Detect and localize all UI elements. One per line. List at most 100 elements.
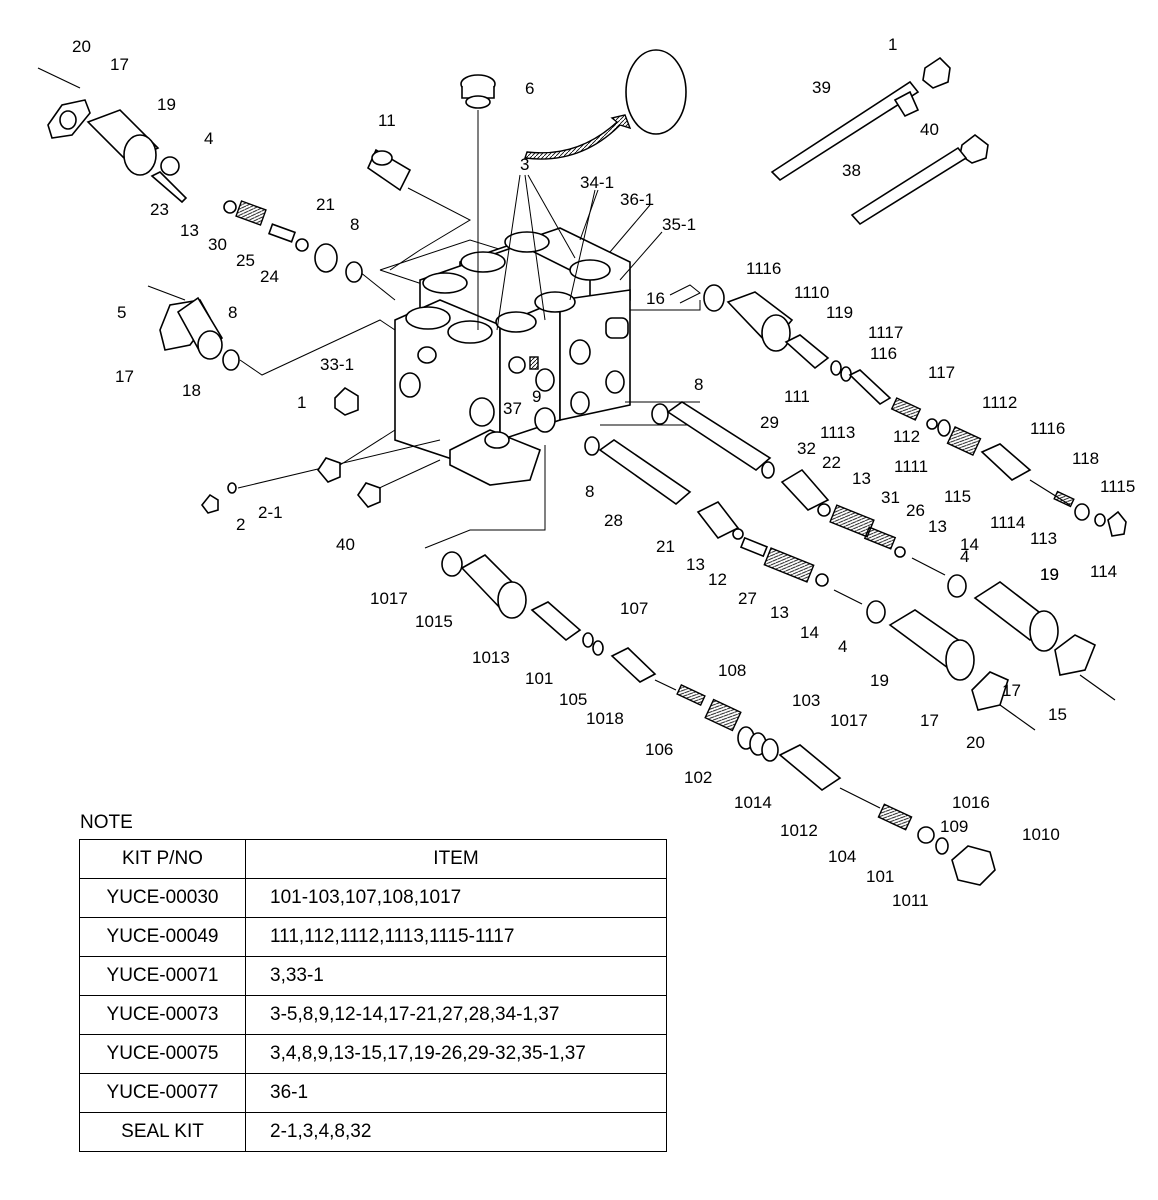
callout: 17	[1002, 681, 1021, 700]
callout: 6	[525, 79, 534, 98]
callout: 8	[228, 303, 237, 322]
callout: 40	[336, 535, 355, 554]
callout: 17	[115, 367, 134, 386]
item-cell: 101-103,107,108,1017	[245, 878, 667, 918]
callout: 1014	[734, 793, 772, 812]
callout: 32	[797, 439, 816, 458]
kit-pno-header: KIT P/NO	[79, 839, 246, 879]
callout: 4	[838, 637, 847, 656]
callout: 1111	[894, 457, 928, 476]
callout: 24	[260, 267, 279, 286]
parts-right-relief	[703, 284, 1127, 537]
callout: 1017	[370, 589, 408, 608]
callout: 20	[966, 733, 985, 752]
callout: 11	[378, 111, 396, 130]
callout: 1117	[868, 323, 903, 342]
item-cell: 3,4,8,9,13-15,17,19-26,29-32,35-1,37	[245, 1034, 667, 1074]
parts-bottom-relief	[441, 551, 996, 886]
callout: 2-1	[258, 503, 283, 522]
table-row: SEAL KIT 2-1,3,4,8,32	[79, 1112, 667, 1152]
callout: 111	[784, 387, 810, 406]
callout: 17	[110, 55, 129, 74]
kit-pno-cell: SEAL KIT	[79, 1112, 246, 1152]
kit-pno-cell: YUCE-00075	[79, 1034, 246, 1074]
callout: 15	[1048, 705, 1067, 724]
callout: 39	[812, 78, 831, 97]
parts-top-center	[366, 49, 687, 192]
item-header: ITEM	[245, 839, 667, 879]
callout: 40	[920, 120, 939, 139]
callout: 13	[180, 221, 199, 240]
callout: 30	[208, 235, 227, 254]
callout: 1	[888, 35, 897, 54]
callout: 1012	[780, 821, 818, 840]
callout: 3	[520, 155, 529, 174]
callout: 2	[236, 515, 245, 534]
kit-table: KIT P/NO ITEM YUCE-00030 101-103,107,108…	[79, 839, 667, 1152]
valve-body	[379, 227, 701, 486]
callout: 102	[684, 768, 712, 787]
item-cell: 2-1,3,4,8,32	[245, 1112, 667, 1152]
callout: 5	[117, 303, 126, 322]
callout: 115	[944, 487, 971, 506]
callout: 13	[928, 517, 947, 536]
table-row: YUCE-00073 3-5,8,9,12-14,17-21,27,28,34-…	[79, 995, 667, 1035]
callout: 4	[204, 129, 213, 148]
kit-pno-cell: YUCE-00077	[79, 1073, 246, 1113]
callout: 112	[893, 427, 920, 446]
callout: 1011	[892, 891, 929, 910]
callout: 9	[532, 387, 541, 406]
kit-pno-cell: YUCE-00073	[79, 995, 246, 1035]
callout: 1115	[1100, 477, 1135, 496]
callout: 1017	[830, 711, 868, 730]
callout: 13	[770, 603, 789, 622]
callout: 36-1	[620, 190, 654, 209]
callout: 19	[870, 671, 889, 690]
callout: 1113	[820, 423, 855, 442]
callout: 101	[866, 867, 894, 886]
kit-pno-cell: YUCE-00049	[79, 917, 246, 957]
callout: 109	[940, 817, 968, 836]
table-header-row: KIT P/NO ITEM	[79, 839, 667, 879]
callout: 34-1	[580, 173, 614, 192]
callout: 21	[656, 537, 675, 556]
callout: 116	[870, 344, 897, 363]
table-row: YUCE-00030 101-103,107,108,1017	[79, 878, 667, 918]
callout: 1015	[415, 612, 453, 631]
callout: 113	[1030, 529, 1057, 548]
callout: 1116	[746, 259, 781, 278]
parts-left-cover	[147, 285, 381, 514]
callout: 13	[852, 469, 871, 488]
callout: 1018	[586, 709, 624, 728]
leader-lines	[237, 110, 701, 549]
item-cell: 3,33-1	[245, 956, 667, 996]
callout: 14	[960, 535, 979, 554]
item-cell: 3-5,8,9,12-14,17-21,27,28,34-1,37	[245, 995, 667, 1035]
callout: 1116	[1030, 419, 1065, 438]
callout: 8	[350, 215, 359, 234]
parts-top-left	[37, 67, 363, 283]
callout: 19	[1040, 565, 1059, 584]
table-row: YUCE-00049 111,112,1112,1113,1115-1117	[79, 917, 667, 957]
callout: 107	[620, 599, 648, 618]
callout: 1112	[982, 393, 1017, 412]
callout: 27	[738, 589, 757, 608]
parts-spools	[584, 401, 1116, 731]
callout: 17	[920, 711, 939, 730]
callout: 106	[645, 740, 673, 759]
callout: 20	[72, 37, 91, 56]
callout: 1013	[472, 648, 510, 667]
callout: 8	[585, 482, 594, 501]
parts-top-right	[770, 56, 989, 226]
callout: 16	[646, 289, 665, 308]
callout: 118	[1072, 449, 1099, 468]
item-cell: 111,112,1112,1113,1115-1117	[245, 917, 667, 957]
kit-pno-cell: YUCE-00030	[79, 878, 246, 918]
table-row: YUCE-00077 36-1	[79, 1073, 667, 1113]
callout: 29	[760, 413, 779, 432]
callout: 119	[826, 303, 853, 322]
note-label: NOTE	[80, 812, 133, 833]
callout: 4	[960, 547, 969, 566]
callout: 18	[182, 381, 201, 400]
